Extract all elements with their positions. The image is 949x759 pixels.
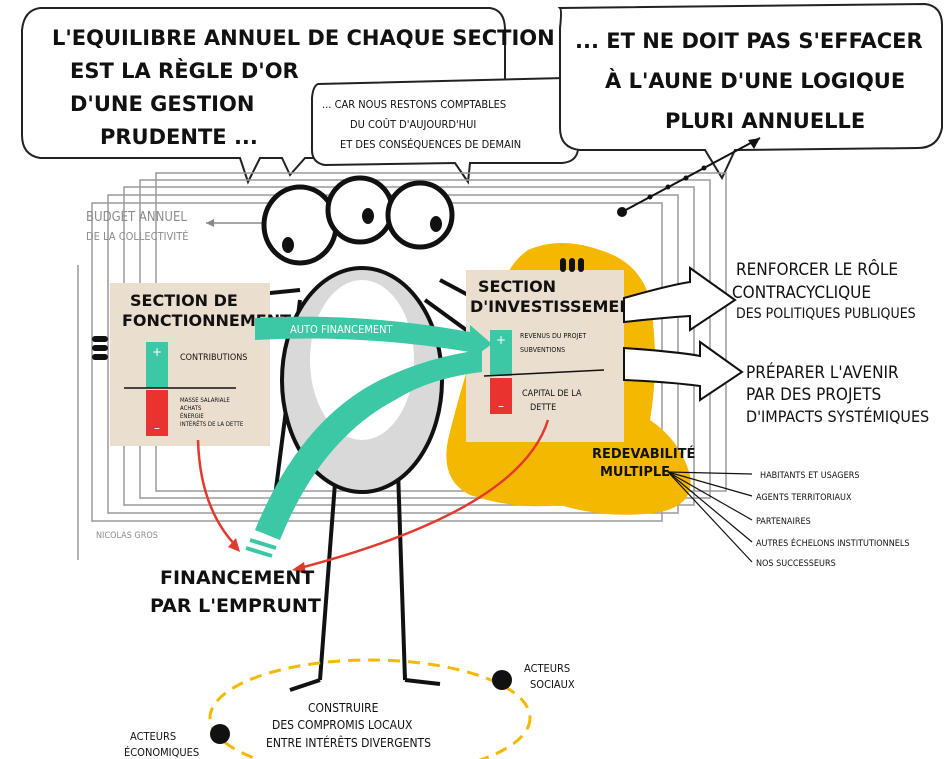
bubble-left-line-2: EST LA RÈGLE D'OR <box>70 58 299 83</box>
outcome-2-line-1: PRÉPARER L'AVENIR <box>746 361 899 383</box>
acteurs-sociaux-line-1: ACTEURS <box>524 662 570 675</box>
acteurs-sociaux-line-2: SOCIAUX <box>530 678 575 691</box>
redevabilite-item-4: AUTRES ÉCHELONS INSTITUTIONNELS <box>756 537 910 549</box>
bubble-left-line-4: PRUDENTE ... <box>100 125 258 149</box>
bubble-left-line-1: L'EQUILIBRE ANNUEL DE CHAQUE SECTION <box>52 26 555 50</box>
fonctionnement-minus-2: ACHATS <box>180 405 202 412</box>
investissement-plus-2: SUBVENTIONS <box>520 346 565 354</box>
emprunt-label-line-2: PAR L'EMPRUNT <box>150 595 321 617</box>
bubble-middle-line-3: ET DES CONSÉQUENCES DE DEMAIN <box>340 138 521 151</box>
acteurs-economiques-line-1: ACTEURS <box>130 730 176 743</box>
red-arrow-fonctionnement <box>196 439 239 549</box>
minus-icon: – <box>498 399 504 413</box>
plus-icon: + <box>496 333 506 347</box>
fonctionnement-plus-label: CONTRIBUTIONS <box>180 353 247 363</box>
bubble-left-text: L'EQUILIBRE ANNUEL DE CHAQUE SECTION EST… <box>52 26 555 149</box>
compromis-ellipse <box>208 658 532 759</box>
timeline-arrow <box>617 137 761 217</box>
minus-icon: – <box>154 421 160 435</box>
autofinancement-label: AUTO FINANCEMENT <box>290 323 394 336</box>
investissement-minus-bar <box>490 378 512 414</box>
bubble-middle-text: ... CAR NOUS RESTONS COMPTABLES DU COÛT … <box>322 98 521 151</box>
redevabilite-fan-lines <box>667 471 753 563</box>
fonctionnement-minus-4: INTÉRÊTS DE LA DETTE <box>180 420 244 428</box>
acteurs-economiques-line-2: ÉCONOMIQUES <box>124 746 199 759</box>
red-arrowhead <box>292 562 306 574</box>
investissement-plus-bar <box>490 330 512 376</box>
acteurs-economiques-dot <box>210 724 230 744</box>
bubble-middle-line-2: DU COÛT D'AUJOURD'HUI <box>350 118 476 131</box>
bubble-middle-line-1: ... CAR NOUS RESTONS COMPTABLES <box>322 98 506 111</box>
bubble-right-line-3: PLURI ANNUELLE <box>665 109 865 133</box>
redevabilite-title-2: MULTIPLE <box>600 465 670 480</box>
fonctionnement-clip <box>92 336 108 360</box>
autofinancement-band <box>255 316 470 352</box>
fonctionnement-title-2: FONCTIONNEMENT <box>122 311 291 330</box>
fonctionnement-minus-1: MASSE SALARIALE <box>180 397 230 404</box>
red-arrow-investissement <box>299 419 550 570</box>
red-arrowhead <box>228 538 240 552</box>
plus-icon: + <box>152 345 162 359</box>
fonctionnement-minus-3: ÉNERGIE <box>180 412 204 420</box>
bubble-right-line-2: À L'AUNE D'UNE LOGIQUE <box>605 68 905 93</box>
fonctionnement-plus-bar <box>146 342 168 388</box>
outcome-1-line-3: DES POLITIQUES PUBLIQUES <box>736 306 916 322</box>
compromis-line-3: ENTRE INTÉRÊTS DIVERGENTS <box>266 735 431 750</box>
signature: NICOLAS GROS <box>96 531 158 541</box>
redevabilite-item-5: NOS SUCCESSEURS <box>756 559 836 569</box>
redevabilite-item-2: AGENTS TERRITORIAUX <box>756 493 852 503</box>
fonctionnement-minus-bar <box>146 390 168 436</box>
investissement-clip <box>560 258 584 272</box>
budget-label-line-2: DE LA COLLECTIVITÉ <box>86 230 189 243</box>
investissement-title-1: SECTION <box>478 277 556 296</box>
redevabilite-title-1: REDEVABILITÉ <box>592 446 695 462</box>
investissement-minus-2: DETTE <box>530 403 556 413</box>
bubble-left-line-3: D'UNE GESTION <box>70 92 254 116</box>
emprunt-band-stripes <box>245 538 277 558</box>
outcome-1-line-1: RENFORCER LE RÔLE <box>736 258 898 280</box>
emprunt-label-line-1: FINANCEMENT <box>160 567 314 589</box>
fonctionnement-title-1: SECTION DE <box>130 291 238 310</box>
compromis-line-1: CONSTRUIRE <box>308 701 379 715</box>
budget-label-line-1: BUDGET ANNUEL <box>86 210 187 225</box>
acteurs-sociaux-dot <box>492 670 512 690</box>
redevabilite-item-1: HABITANTS ET USAGERS <box>760 471 859 481</box>
investissement-plus-1: REVENUS DU PROJET <box>520 332 586 340</box>
outcome-arrow-1 <box>623 266 737 332</box>
budget-axis <box>77 219 266 560</box>
redevabilite-item-3: PARTENAIRES <box>756 517 811 527</box>
investissement-minus-1: CAPITAL DE LA <box>522 389 582 399</box>
panel-fonctionnement <box>110 283 270 446</box>
outcome-2-line-2: PAR DES PROJETS <box>746 385 881 405</box>
investissement-divider <box>483 369 605 377</box>
compromis-line-2: DES COMPROMIS LOCAUX <box>272 718 413 732</box>
outcome-arrow-2 <box>623 340 744 402</box>
investissement-title-2: D'INVESTISSEMENT <box>470 297 644 316</box>
bubble-right-line-1: ... ET NE DOIT PAS S'EFFACER <box>575 29 923 53</box>
outcome-2-line-3: D'IMPACTS SYSTÉMIQUES <box>746 407 929 426</box>
emprunt-band <box>255 350 482 540</box>
outcome-1-line-2: CONTRACYCLIQUE <box>732 283 871 303</box>
bubble-right <box>557 2 943 181</box>
bubble-right-text: ... ET NE DOIT PAS S'EFFACER À L'AUNE D'… <box>575 29 923 133</box>
character-heads <box>261 175 455 266</box>
